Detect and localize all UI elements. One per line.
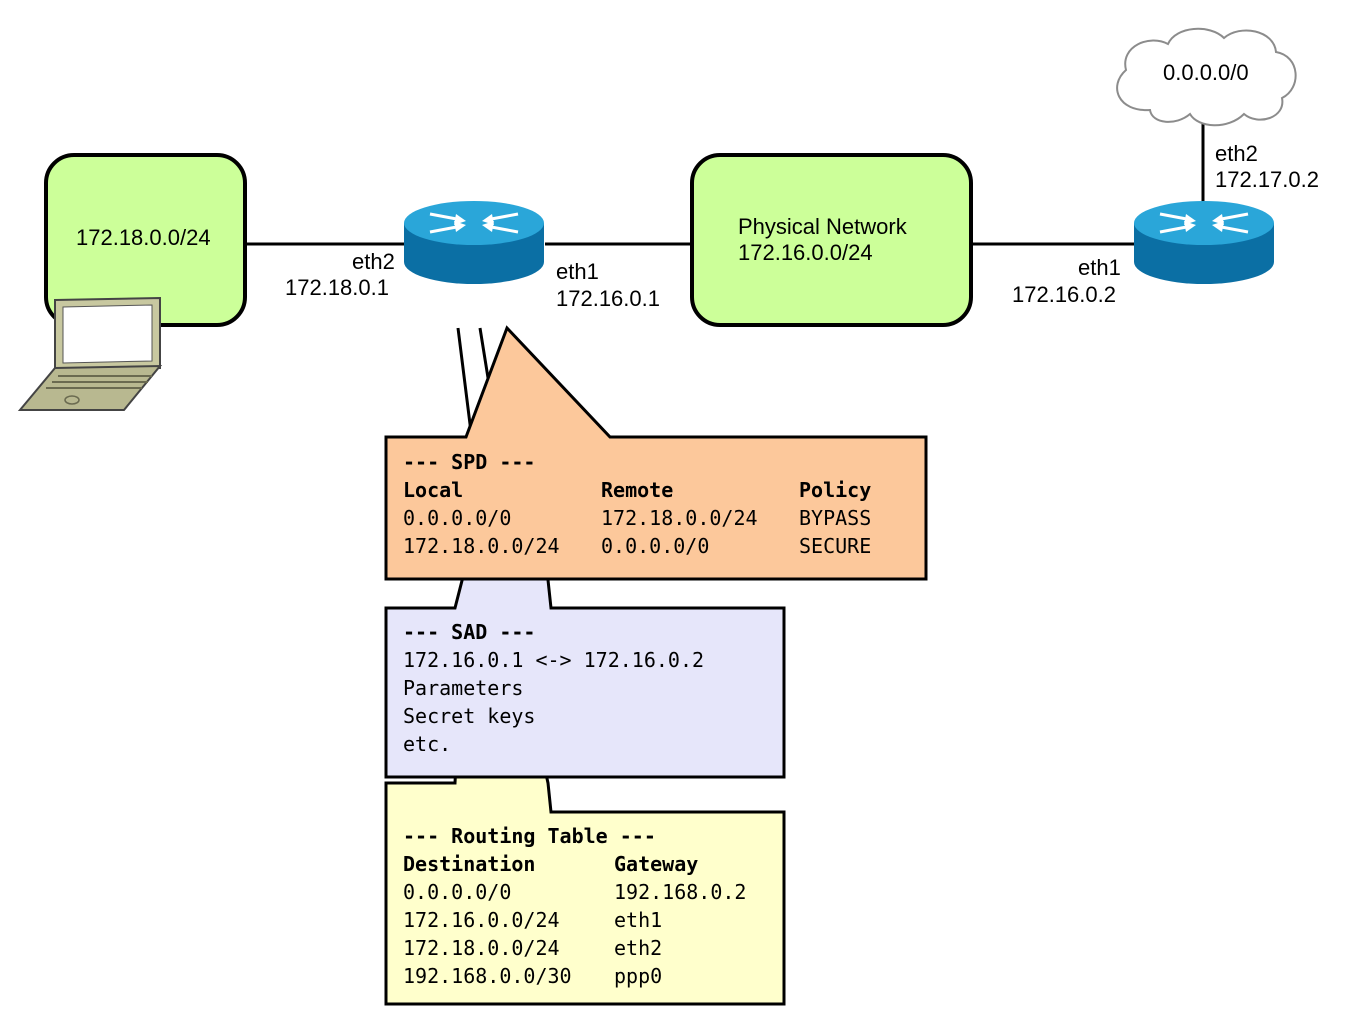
router1-eth2-name: eth2 <box>352 249 395 274</box>
router2-eth1-ip: 172.16.0.2 <box>1012 282 1116 307</box>
spd-row-1-local: 0.0.0.0/0 <box>403 506 512 530</box>
spd-header-policy: Policy <box>799 478 872 502</box>
router1-eth1-ip: 172.16.0.1 <box>556 286 660 311</box>
router2-eth2-name: eth2 <box>1215 141 1258 166</box>
spd-row-1-remote: 172.18.0.0/24 <box>601 506 758 530</box>
spd-title: --- SPD --- <box>403 450 536 474</box>
sad-line-4: etc. <box>403 732 452 756</box>
spd-row-2-policy: SECURE <box>799 534 872 558</box>
routing-row-2-gateway: eth1 <box>614 908 663 932</box>
spd-header-remote: Remote <box>601 478 674 502</box>
links <box>245 120 1205 246</box>
routing-row-4-destination: 192.168.0.0/30 <box>403 964 572 988</box>
cloud-icon <box>1116 27 1297 127</box>
routing-row-3-destination: 172.18.0.0/24 <box>403 936 560 960</box>
routing-row-1-destination: 0.0.0.0/0 <box>403 880 512 904</box>
routing-row-1-gateway: 192.168.0.2 <box>614 880 747 904</box>
lan-subnet-label: 172.18.0.0/24 <box>76 225 211 250</box>
spd-callout <box>384 325 928 581</box>
spd-row-1-policy: BYPASS <box>799 506 872 530</box>
sad-line-3: Secret keys <box>403 704 536 728</box>
sad-line-1: 172.16.0.1 <-> 172.16.0.2 <box>403 648 705 672</box>
spd-row-2-remote: 0.0.0.0/0 <box>601 534 710 558</box>
router2-eth1-name: eth1 <box>1078 255 1121 280</box>
routing-header-gateway: Gateway <box>614 852 699 876</box>
routing-title: --- Routing Table --- <box>403 824 656 848</box>
spd-header-local: Local <box>403 478 464 502</box>
routing-row-4-gateway: ppp0 <box>614 964 663 988</box>
routing-row-2-destination: 172.16.0.0/24 <box>403 908 560 932</box>
physical-network-box <box>690 153 973 327</box>
router1-eth2-ip: 172.18.0.1 <box>285 275 389 300</box>
internet-label: 0.0.0.0/0 <box>1163 60 1249 85</box>
sad-title: --- SAD --- <box>403 620 536 644</box>
spd-row-2-local: 172.18.0.0/24 <box>403 534 560 558</box>
router-2-icon <box>1134 201 1274 284</box>
router1-eth1-name: eth1 <box>556 259 599 284</box>
physical-network-title: Physical Network <box>738 214 907 239</box>
sad-line-2: Parameters <box>403 676 524 700</box>
laptop-icon <box>17 296 163 411</box>
router2-eth2-ip: 172.17.0.2 <box>1215 167 1319 192</box>
routing-row-3-gateway: eth2 <box>614 936 663 960</box>
router-1-icon <box>404 201 544 284</box>
routing-header-destination: Destination <box>403 852 536 876</box>
physical-network-subnet: 172.16.0.0/24 <box>738 240 873 265</box>
